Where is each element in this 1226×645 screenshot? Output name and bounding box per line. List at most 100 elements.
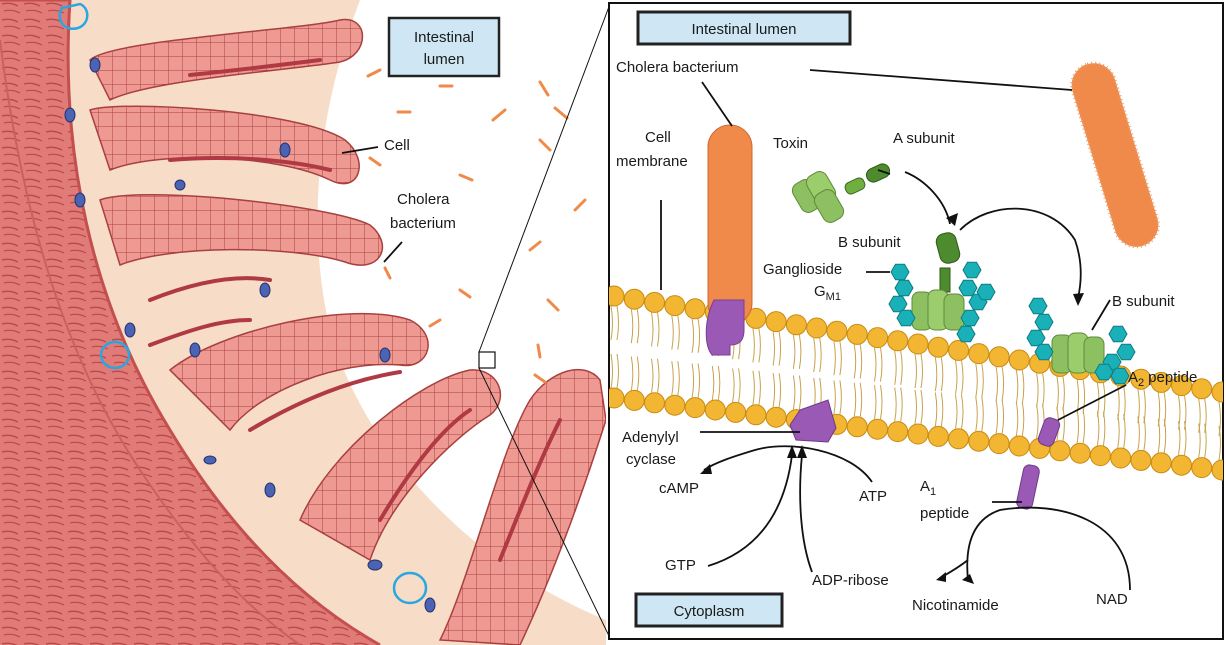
b-subunit-label-right: B subunit <box>1112 293 1175 310</box>
lipid-tail <box>616 353 619 389</box>
lipid-tail <box>955 394 958 429</box>
lipid-head <box>968 430 990 452</box>
lipid-tail <box>717 365 721 401</box>
lipid-head <box>988 346 1010 368</box>
cytoplasm-box <box>634 592 784 628</box>
lipid-tail <box>975 397 978 432</box>
left-cholera-label-line1: Cholera <box>397 191 450 208</box>
ganglioside-sugar <box>962 261 982 279</box>
lipid-head <box>745 404 767 426</box>
atp-label: ATP <box>859 488 887 505</box>
gm1-label: GM1 <box>814 283 841 303</box>
ganglioside-sugar <box>1116 343 1136 361</box>
lipid-head <box>806 317 828 339</box>
ganglioside-sugar <box>888 295 908 313</box>
lipid-tail <box>1123 413 1126 449</box>
lipid-tail <box>677 315 680 350</box>
lipid-tail <box>813 337 816 373</box>
lipid-head <box>927 425 949 447</box>
lipid-head <box>765 311 787 333</box>
ganglioside-gm1 <box>888 261 1136 385</box>
lipid-head <box>1150 371 1172 393</box>
lipid-tail <box>630 356 634 391</box>
lipid-head <box>1069 442 1091 464</box>
lipid-head <box>968 343 990 365</box>
lipid-tail <box>691 318 695 353</box>
cytoplasm-label: Cytoplasm <box>674 603 745 620</box>
lipid-tail <box>859 344 863 379</box>
lipid-tail <box>1015 369 1019 405</box>
lipid-tail <box>778 331 782 366</box>
a1-label-sub: 1 <box>930 486 936 498</box>
ganglioside-sugar <box>1094 363 1114 381</box>
cholera-leader-line <box>383 241 403 263</box>
lipid-head <box>1171 454 1192 476</box>
ganglioside-sugar <box>1034 343 1054 361</box>
right-lumen-box <box>636 10 852 46</box>
lipid-tail <box>772 373 776 408</box>
lipid-tail <box>900 387 903 422</box>
lipid-tail <box>677 361 680 396</box>
lipid-tail <box>636 356 640 391</box>
lipid-tail <box>833 380 836 415</box>
lipid-tail <box>1076 409 1080 444</box>
lipid-tail <box>920 353 923 389</box>
left-cholera-label-line2: bacterium <box>390 215 456 232</box>
lipid-tail <box>961 360 964 395</box>
lipid-head <box>609 285 625 307</box>
ganglioside-sugar <box>976 283 996 301</box>
lipid-tail <box>880 347 883 382</box>
lipid-tail <box>1204 423 1207 458</box>
ganglioside-sugar <box>890 263 910 281</box>
adenylyl-cyclase <box>789 399 837 443</box>
lipid-tail <box>874 347 877 382</box>
lipid-tail <box>752 328 755 363</box>
villus <box>99 194 384 266</box>
muscle-layer <box>0 0 380 645</box>
lipid-tail <box>636 309 640 344</box>
lipid-tail <box>1117 413 1120 449</box>
left-lumen-label-line2: lumen <box>424 51 465 68</box>
villus <box>299 369 501 562</box>
lipid-tail <box>657 358 660 393</box>
cholera-bacterium-label: Cholera bacterium <box>616 59 739 76</box>
lipid-head <box>1110 447 1132 469</box>
lipid-tail <box>975 363 978 398</box>
lipid-tail <box>758 370 761 405</box>
lipid-tail <box>1096 411 1100 446</box>
lipid-tail <box>981 363 984 398</box>
lipid-head <box>644 291 665 313</box>
lipid-head <box>623 389 645 411</box>
blood-vessels <box>148 58 562 562</box>
lipid-head <box>887 421 909 443</box>
right-lumen-label: Intestinal lumen <box>691 21 796 38</box>
toxin-bound-right <box>1051 332 1105 374</box>
a2-label-rest: peptide <box>1148 369 1197 386</box>
lipid-tail <box>1218 425 1221 461</box>
lipid-head <box>826 320 848 342</box>
b-subunit-label-top: B subunit <box>838 234 901 251</box>
ganglioside-sugar <box>960 309 980 327</box>
gtp-label: GTP <box>665 557 696 574</box>
gm1-label-sub: M1 <box>826 291 841 303</box>
lipid-tail <box>914 353 917 389</box>
immune-cells <box>64 57 436 613</box>
cholera-bacteria-scattered <box>366 68 587 384</box>
adp-ribose-label: ADP-ribose <box>812 572 889 589</box>
ganglioside-sugar <box>1028 297 1048 315</box>
lipid-tail <box>880 385 883 420</box>
lipid-head <box>867 327 888 349</box>
zoom-region-marker <box>478 351 496 369</box>
ganglioside-sugar <box>958 279 978 297</box>
a2-peptide <box>1037 417 1061 447</box>
lipid-tail <box>630 309 634 344</box>
lipid-tail <box>894 350 897 385</box>
lipid-tail <box>610 353 613 389</box>
zoom-line-top <box>478 3 611 353</box>
zoom-line-bottom <box>478 367 611 639</box>
lipid-tail <box>1137 416 1140 451</box>
a1-label-a: A <box>920 478 930 495</box>
lipid-tail <box>940 392 944 427</box>
villus <box>89 18 364 102</box>
